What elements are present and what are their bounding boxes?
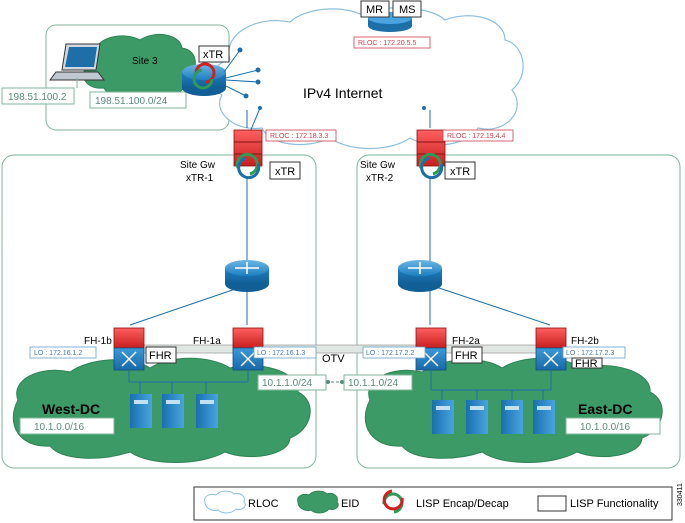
east-dc-label: East-DC <box>578 401 632 417</box>
xtr1-rloc: RLOC : 172.18.3.3 <box>270 133 328 140</box>
west-server-icon <box>162 394 184 428</box>
lo2a-box <box>362 346 426 359</box>
east-dc-subnet: 10.1.0.0/16 <box>580 422 630 433</box>
lo2b-label: LO : 172.17.2.3 <box>566 350 614 357</box>
xtr2-func-label: xTR <box>450 166 470 178</box>
xtr1-label-line1: Site Gw <box>180 160 216 171</box>
east-dc-subnet-box <box>565 417 661 435</box>
west-agg-router-icon <box>225 260 269 292</box>
fh2a-label: FH-2a <box>452 336 480 347</box>
west-dc-subnet: 10.1.0.0/16 <box>34 422 84 433</box>
fh2b-switch-icon <box>535 327 567 371</box>
west-host-ip: 10.1.1.0/24 <box>262 378 312 389</box>
lo1a-label: LO : 172.16.1.3 <box>257 350 305 357</box>
legend-eid-cloud-icon <box>297 490 339 514</box>
east-fhr-partial-label: FHR <box>575 358 598 370</box>
west-server-links <box>128 370 249 394</box>
site3-host-ip-box <box>1 87 75 105</box>
laptop-icon <box>49 43 105 81</box>
ms-box <box>392 0 422 18</box>
xtr2-func-box <box>444 161 476 180</box>
east-region <box>356 154 681 469</box>
xtr1-func-box <box>269 161 301 180</box>
site3-subnet: 198.51.100.0/24 <box>95 96 168 107</box>
east-server-icon <box>501 400 523 434</box>
east-server-links <box>430 370 552 400</box>
east-host-ip-box <box>343 374 413 391</box>
core-links <box>129 178 551 326</box>
east-host-ip: 10.1.1.0/24 <box>348 378 398 389</box>
mr-box <box>360 0 390 18</box>
fh1b-switch-icon <box>113 327 145 371</box>
site3-label: Site 3 <box>132 56 158 67</box>
xtr2-label-line1: Site Gw <box>360 160 396 171</box>
site3-xtr-router-icon <box>182 62 226 96</box>
xtr1-label-line2: xTR-1 <box>186 173 214 184</box>
east-fhr-label: FHR <box>455 350 478 362</box>
west-server-icon <box>130 394 152 428</box>
mr-ms-rloc-box <box>353 36 431 49</box>
xtr2-router-icon <box>416 129 446 180</box>
lo2a-label: LO : 172.17.2.2 <box>366 350 414 357</box>
west-region <box>1 154 317 469</box>
xtr1-rloc-box <box>265 129 337 142</box>
site3-subnet-box <box>89 91 187 109</box>
mr-label: MR <box>366 4 383 16</box>
legend-func-icon <box>537 495 567 512</box>
west-dc-label: West-DC <box>42 401 100 417</box>
legend-box <box>193 486 673 521</box>
fh1b-label: FH-1b <box>84 336 112 347</box>
west-server-icon <box>196 394 218 428</box>
site3-host-ip: 198.51.100.2 <box>8 92 67 103</box>
site3-xtr-box <box>198 45 230 63</box>
xtr2-rloc: RLOC : 172.19.4.4 <box>447 133 505 140</box>
east-fhr-box <box>451 346 483 364</box>
ms-label: MS <box>399 4 416 16</box>
internet-cloud <box>211 7 524 150</box>
xtr2-rloc-box <box>442 129 514 142</box>
west-fhr-box <box>145 346 177 364</box>
xtr1-func-label: xTR <box>275 166 295 178</box>
internet-label: IPv4 Internet <box>303 85 382 101</box>
legend-eid-label: EID <box>341 498 359 510</box>
legend-encap-decap-icon <box>382 489 404 514</box>
east-server-icon <box>533 400 555 434</box>
lo1b-box <box>29 346 97 359</box>
site3-xtr-label: xTR <box>203 49 223 61</box>
figure-id: 330411 <box>677 483 684 506</box>
east-agg-router-icon <box>398 260 442 292</box>
legend-rloc-cloud-icon <box>204 490 246 514</box>
fh1a-label: FH-1a <box>193 336 221 347</box>
east-server-icon <box>466 400 488 434</box>
otv-label: OTV <box>322 353 345 365</box>
legend-encap-label: LISP Encap/Decap <box>416 498 509 510</box>
west-dc-eid-cloud <box>12 357 311 463</box>
west-fhr-label: FHR <box>149 350 172 362</box>
west-dc-subnet-box <box>19 417 115 435</box>
fh2b-label: FH-2b <box>571 336 599 347</box>
mr-ms-rloc: RLOC : 172.20.5.5 <box>358 40 416 47</box>
lo1b-label: LO : 172.16.1.2 <box>34 350 82 357</box>
east-fhr-partial-box <box>571 357 603 369</box>
xtr2-label-line2: xTR-2 <box>366 173 394 184</box>
site3-xtr-links <box>223 47 261 99</box>
legend-rloc-label: RLOC <box>248 498 279 510</box>
lo1a-box <box>253 346 317 359</box>
legend-func-label: LISP Functionality <box>570 498 659 510</box>
east-server-icon <box>432 400 454 434</box>
xtr1-router-icon <box>233 129 263 180</box>
